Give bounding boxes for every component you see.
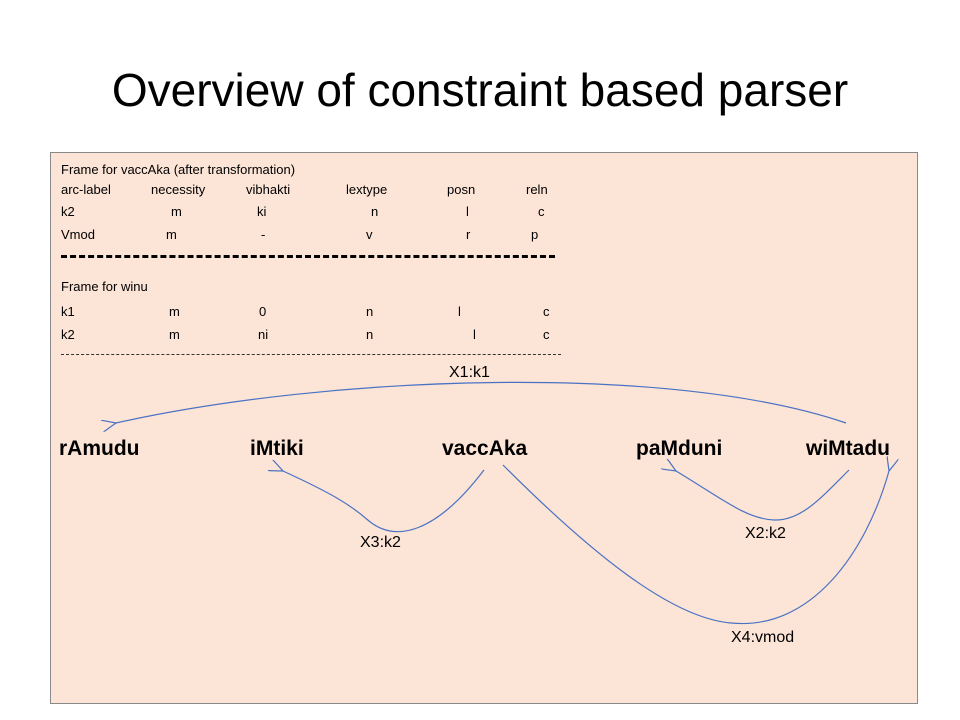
- arc-label-x4: X4:vmod: [731, 629, 795, 646]
- table-cell: k2: [61, 327, 75, 342]
- column-header-vibhakti: vibhakti: [246, 182, 291, 197]
- arc-label-x3: X3:k2: [360, 534, 401, 551]
- frame1-heading: Frame for vaccAka (after transformation): [61, 162, 296, 177]
- word-pamduni: paMduni: [636, 437, 723, 460]
- table-cell: k1: [61, 304, 75, 319]
- table-cell: l: [466, 204, 469, 219]
- frame2-row-k1: k1 m 0 n l c: [61, 304, 581, 320]
- table-cell: m: [166, 227, 177, 242]
- table-cell: p: [531, 227, 539, 242]
- column-header-reln: reln: [526, 182, 548, 197]
- table-cell: m: [171, 204, 182, 219]
- frame1-row-k2: k2 m ki n l c: [61, 204, 581, 220]
- arc-x1-k1: [116, 381, 847, 423]
- table-cell: c: [543, 304, 550, 319]
- column-header-arc-label: arc-label: [61, 182, 111, 197]
- table-cell: l: [458, 304, 461, 319]
- table-cell: n: [371, 204, 379, 219]
- table-cell: -: [261, 227, 266, 242]
- frame2-heading: Frame for winu: [61, 279, 148, 294]
- arc-x2-k2: [676, 470, 850, 521]
- word-vaccaka: vaccAka: [442, 437, 528, 460]
- table-cell: Vmod: [61, 227, 95, 242]
- dependency-arcs: [51, 381, 919, 625]
- table-cell: c: [538, 204, 545, 219]
- arc-label-x2: X2:k2: [745, 525, 786, 542]
- separator-line: [61, 354, 561, 355]
- table-cell: r: [466, 227, 471, 242]
- table-cell: k2: [61, 204, 75, 219]
- frame1-row-vmod: Vmod m - v r p: [61, 227, 581, 243]
- table-cell: ki: [257, 204, 267, 219]
- slide-title: Overview of constraint based parser: [111, 64, 849, 116]
- frame2-row-k2: k2 m ni n l c: [61, 327, 581, 343]
- word-wimtadu: wiMtadu: [806, 437, 890, 460]
- column-header-lextype: lextype: [346, 182, 388, 197]
- word-ramudu: rAmudu: [59, 437, 140, 460]
- table-cell: n: [366, 327, 374, 342]
- table-cell: m: [169, 327, 180, 342]
- table-cell: c: [543, 327, 550, 342]
- table-cell: l: [473, 327, 476, 342]
- diagram-panel: Frame for vaccAka (after transformation)…: [50, 152, 918, 704]
- arc-x4-vmod: [502, 465, 889, 625]
- arc-x3-k2: [283, 470, 485, 533]
- arc-label-x1: X1:k1: [449, 364, 490, 381]
- frame1-column-headers: arc-label necessity vibhakti lextype pos…: [61, 182, 581, 198]
- column-header-posn: posn: [447, 182, 476, 197]
- separator-line: [61, 255, 555, 258]
- table-cell: n: [366, 304, 374, 319]
- column-header-necessity: necessity: [151, 182, 206, 197]
- table-cell: 0: [259, 304, 267, 319]
- word-imtiki: iMtiki: [250, 437, 304, 460]
- table-cell: ni: [258, 327, 269, 342]
- table-cell: m: [169, 304, 180, 319]
- table-cell: v: [366, 227, 373, 242]
